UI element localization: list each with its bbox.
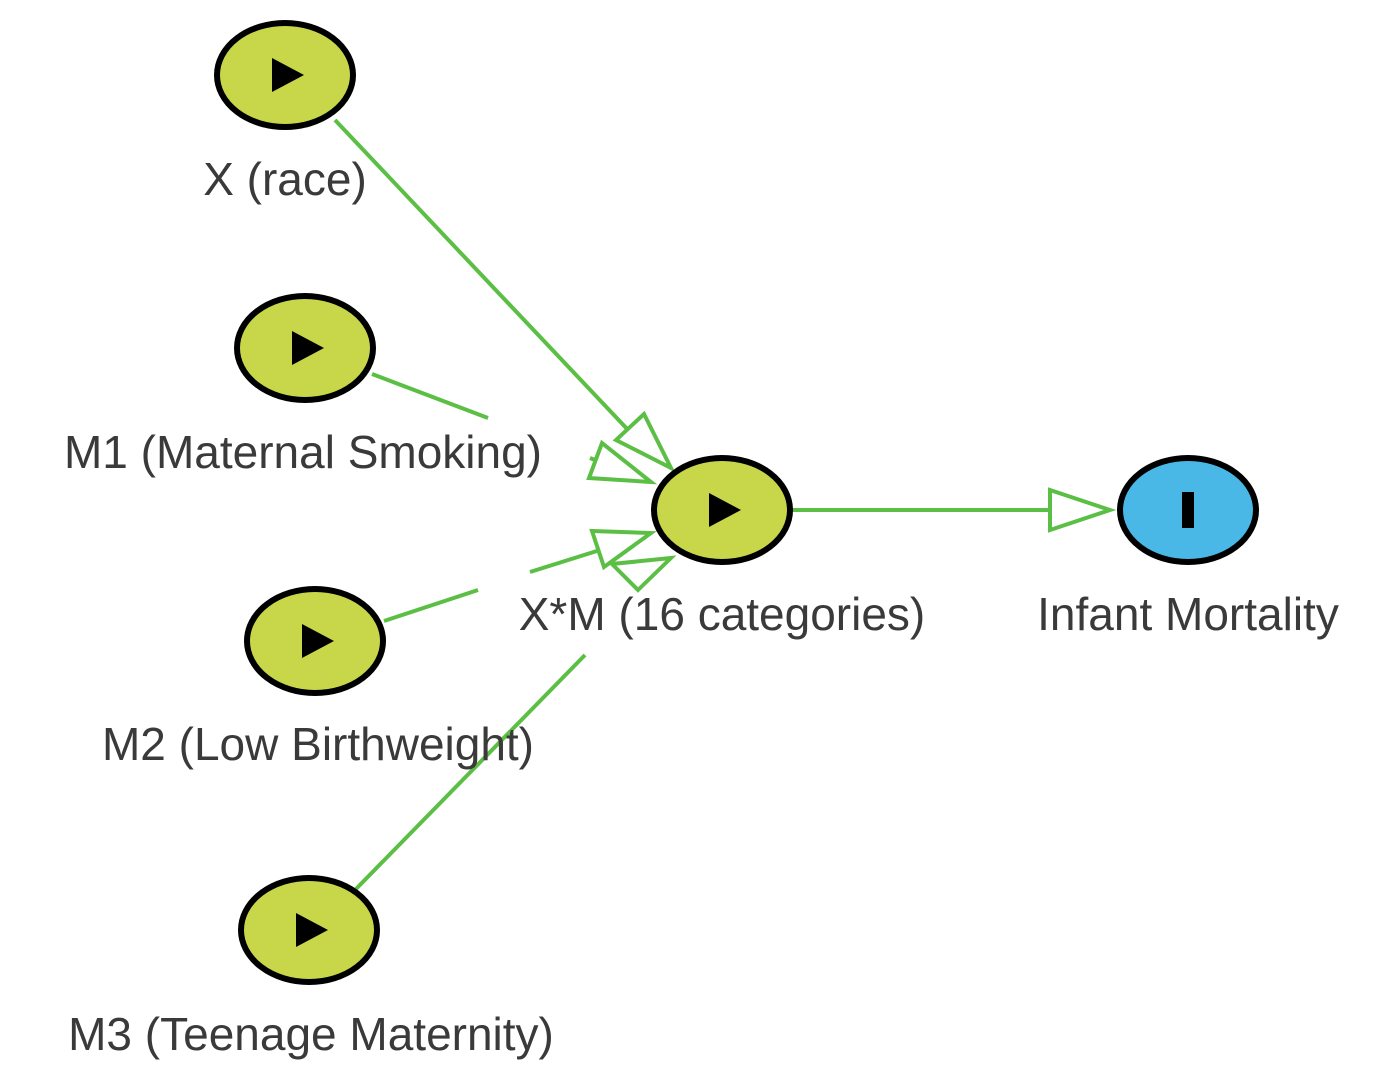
edge-xm-to-outcome xyxy=(792,487,1117,533)
node-xm-label: X*M (16 categories) xyxy=(519,588,926,640)
bar-i-icon xyxy=(1182,492,1194,528)
node-m2-label: M2 (Low Birthweight) xyxy=(102,718,534,770)
node-m2[interactable]: M2 (Low Birthweight) xyxy=(102,586,534,770)
node-xm[interactable]: X*M (16 categories) xyxy=(519,455,926,640)
node-outcome-label: Infant Mortality xyxy=(1037,588,1339,640)
play-triangle-icon xyxy=(709,493,741,527)
node-m1[interactable]: M1 (Maternal Smoking) xyxy=(64,293,542,478)
edges xyxy=(333,118,1117,892)
edge-x-race-to-xm xyxy=(333,118,676,473)
node-outcome[interactable]: Infant Mortality xyxy=(1037,455,1339,640)
node-m3-label: M3 (Teenage Maternity) xyxy=(68,1008,554,1060)
edge-m3-to-xm xyxy=(353,555,677,892)
play-triangle-icon xyxy=(272,58,304,92)
play-triangle-icon xyxy=(292,331,324,365)
node-x-race[interactable]: X (race) xyxy=(203,20,367,205)
nodes: X (race) M1 (Maternal Smoking) M2 (Low B… xyxy=(64,20,1339,1060)
node-m1-label: M1 (Maternal Smoking) xyxy=(64,426,542,478)
play-triangle-icon xyxy=(296,913,328,947)
play-triangle-icon xyxy=(302,624,334,658)
node-m3[interactable]: M3 (Teenage Maternity) xyxy=(68,875,554,1060)
node-x-race-label: X (race) xyxy=(203,153,367,205)
edge-m2-to-xm xyxy=(383,528,657,623)
edge-m1-to-xm xyxy=(371,372,658,485)
